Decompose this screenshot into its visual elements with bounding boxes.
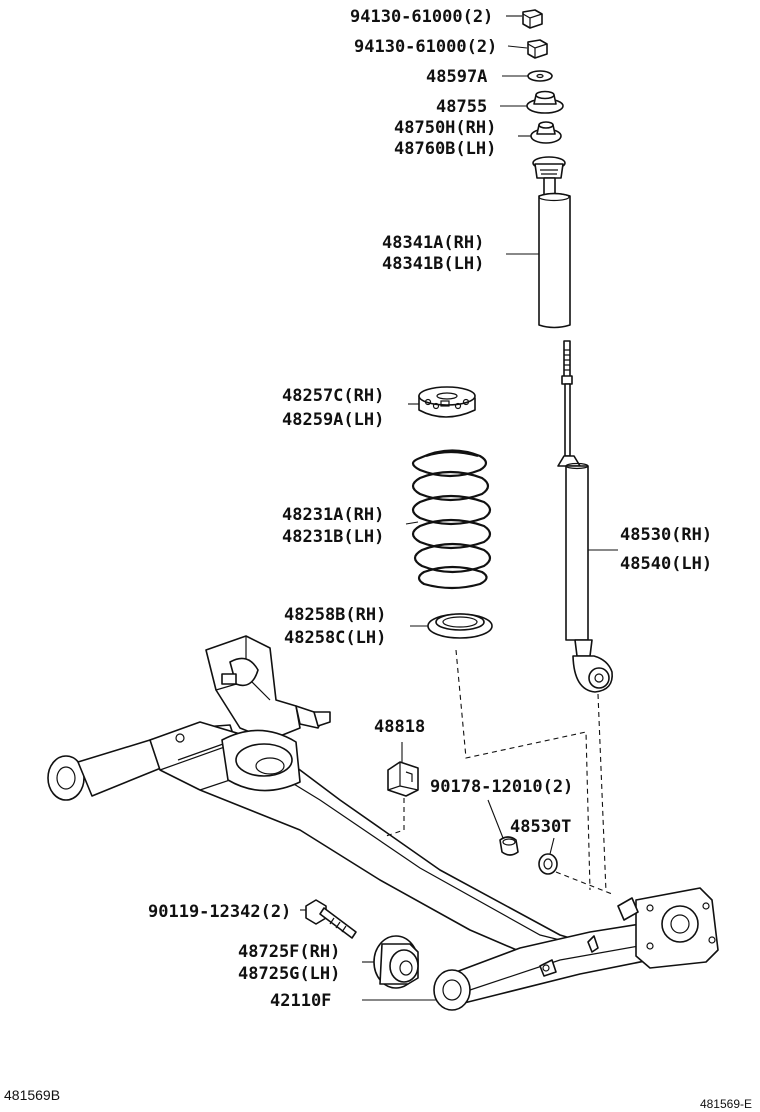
- coil-spring-part: [411, 449, 492, 590]
- label-spring-rh: 48231A(RH): [282, 505, 384, 525]
- dashed-line-absorber: [597, 693, 607, 893]
- footer-left-code: 481569B: [4, 1087, 60, 1103]
- upper-spring-seat-part: [418, 386, 476, 418]
- label-bolt-nut: 90178-12010(2): [430, 777, 573, 797]
- bumper-part: [532, 156, 571, 329]
- label-bolt: 90119-12342(2): [148, 902, 291, 922]
- bushing-part: [373, 935, 419, 989]
- washer-part: [527, 70, 553, 82]
- label-lower-seat-rh: 48258B(RH): [284, 605, 386, 625]
- label-nut-lower: 94130-61000(2): [354, 37, 497, 57]
- label-insulator-lh: 48760B(LH): [394, 139, 496, 159]
- dashed-line-bracket: [385, 798, 405, 837]
- label-upper-seat-lh: 48259A(LH): [282, 410, 384, 430]
- label-bracket: 48818: [374, 717, 425, 737]
- bolt-part: [305, 899, 357, 939]
- label-beam: 42110F: [270, 991, 331, 1011]
- leader-lines: [300, 15, 618, 1001]
- label-washer: 48597A: [426, 67, 487, 87]
- label-cushion: 48530T: [510, 817, 571, 837]
- label-insulator-rh: 48750H(RH): [394, 118, 496, 138]
- label-bumper-lh: 48341B(LH): [382, 254, 484, 274]
- support-part: [526, 90, 564, 114]
- nut-upper-part: [522, 9, 543, 29]
- insulator-part: [530, 121, 562, 144]
- label-bushing-lh: 48725G(LH): [238, 964, 340, 984]
- label-support: 48755: [436, 97, 487, 117]
- label-nut-upper: 94130-61000(2): [350, 7, 493, 27]
- label-upper-seat-rh: 48257C(RH): [282, 386, 384, 406]
- label-absorber-rh: 48530(RH): [620, 525, 712, 545]
- bracket-part: [387, 761, 419, 797]
- small-nut-part: [499, 836, 519, 856]
- dashed-line-spring-seat: [455, 649, 591, 891]
- label-lower-seat-lh: 48258C(LH): [284, 628, 386, 648]
- label-bumper-rh: 48341A(RH): [382, 233, 484, 253]
- label-bushing-rh: 48725F(RH): [238, 942, 340, 962]
- shock-absorber-part: [557, 340, 613, 693]
- label-absorber-lh: 48540(LH): [620, 554, 712, 574]
- axle-beam-part: [47, 635, 719, 1011]
- label-spring-lh: 48231B(LH): [282, 527, 384, 547]
- footer-right-code: 481569-E: [700, 1097, 752, 1111]
- nut-lower-part: [527, 39, 548, 59]
- dashed-line-cushion: [555, 871, 613, 895]
- cushion-part: [538, 853, 558, 875]
- lower-spring-seat-part: [427, 613, 493, 639]
